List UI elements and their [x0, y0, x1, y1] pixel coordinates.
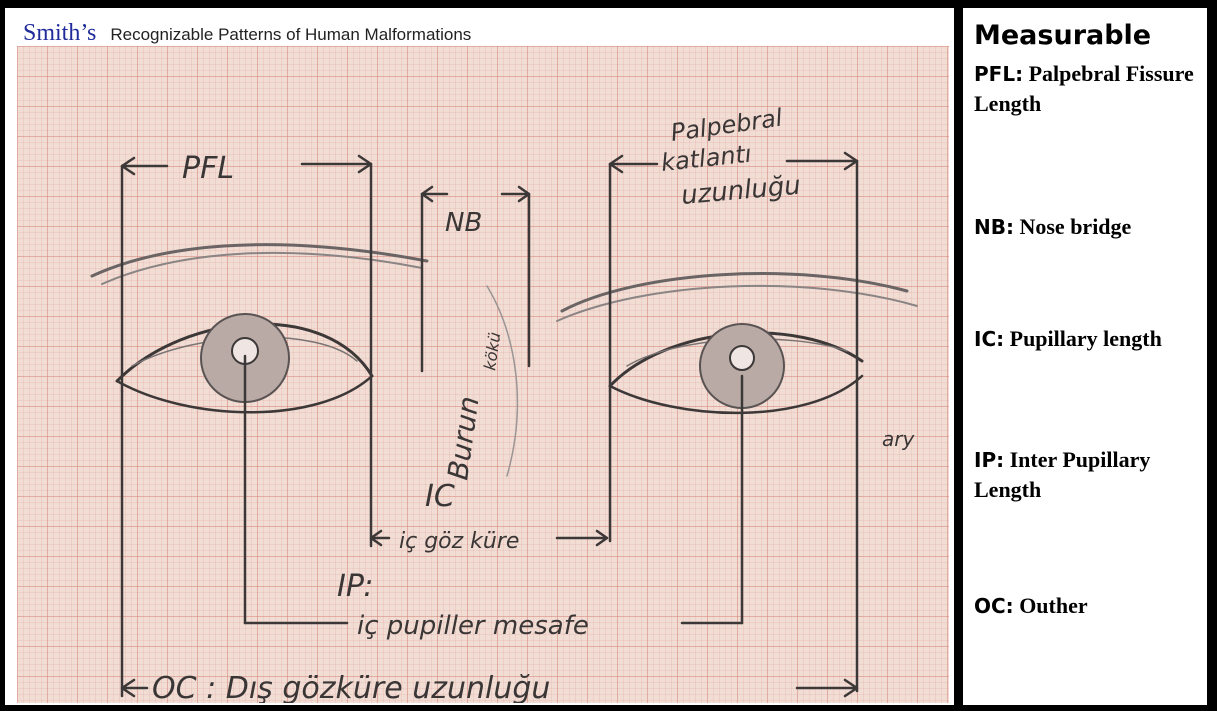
artist-signature: ary	[882, 427, 915, 451]
legend-item-ic: IC: Pupillary length	[974, 324, 1206, 354]
ic-left-arrow	[369, 529, 391, 547]
nb-left-arrow	[420, 185, 449, 203]
right-lower-eyelid	[608, 374, 864, 415]
label-oc: OC : Dış gözküre uzunluğu	[152, 671, 550, 703]
legend-desc: Inter Pupillary Length	[974, 447, 1151, 502]
left-eyebrow	[90, 243, 429, 278]
right-eyebrow-shade	[556, 284, 918, 322]
legend-abbr: PFL:	[974, 62, 1024, 86]
legend-desc: Palpebral Fissure Length	[974, 61, 1194, 116]
nb-right-arrow	[500, 185, 531, 203]
oc-left-arrow	[120, 678, 149, 698]
legend-item-pfl: PFL: Palpebral Fissure Length	[974, 59, 1206, 119]
right-pupil-highlight	[729, 345, 755, 371]
nose-shading	[486, 285, 519, 477]
left-lower-eyelid	[115, 374, 374, 414]
header: Smith’s Recognizable Patterns of Human M…	[23, 20, 471, 50]
legend-item-nb: NB: Nose bridge	[974, 212, 1206, 242]
legend-item-oc: OC: Outher	[974, 591, 1206, 621]
legend-desc: Nose bridge	[1019, 214, 1132, 239]
legend-desc: Outher	[1019, 593, 1088, 618]
label-ic-desc: iç göz küre	[399, 529, 519, 554]
page-subtitle: Recognizable Patterns of Human Malformat…	[110, 25, 472, 44]
pfl-left-arrow	[120, 156, 169, 176]
palpebral-left-arrow	[608, 154, 659, 174]
right-eyebrow	[560, 272, 909, 313]
legend-abbr: IC:	[974, 327, 1005, 351]
legend-abbr: IP:	[974, 448, 1005, 472]
brand-title: Smith’s	[23, 20, 97, 46]
label-burun: Burun	[441, 394, 485, 482]
label-palpebral-3: uzunluğu	[680, 171, 802, 211]
legend-title: Measurable	[974, 20, 1152, 51]
eye-measurement-sketch: PFL Palpebral katlantı uzunluğu NB Burun…	[90, 104, 918, 703]
label-koku: kökü	[480, 331, 504, 372]
legend-item-ip: IP: Inter Pupillary Length	[974, 445, 1206, 505]
legend-abbr: NB:	[974, 215, 1014, 239]
label-ic: IC	[425, 479, 455, 514]
legend-desc: Pupillary length	[1009, 326, 1162, 351]
diagram-panel: Smith’s Recognizable Patterns of Human M…	[5, 8, 954, 705]
oc-right-arrow	[795, 678, 859, 698]
graph-paper-drawing: PFL Palpebral katlantı uzunluğu NB Burun…	[17, 46, 949, 703]
ic-right-arrow	[555, 529, 609, 547]
palpebral-right-arrow	[785, 151, 859, 171]
legend-abbr: OC:	[974, 594, 1014, 618]
label-nb: NB	[445, 208, 482, 238]
label-ip: IP:	[337, 569, 374, 604]
label-palpebral-1: Palpebral	[669, 104, 784, 147]
label-pfl: PFL	[182, 151, 234, 186]
legend-panel: Measurable PFL: Palpebral Fissure Length…	[963, 8, 1207, 705]
pfl-right-arrow	[300, 154, 373, 174]
label-ip-desc: iç pupiller mesafe	[357, 611, 589, 641]
